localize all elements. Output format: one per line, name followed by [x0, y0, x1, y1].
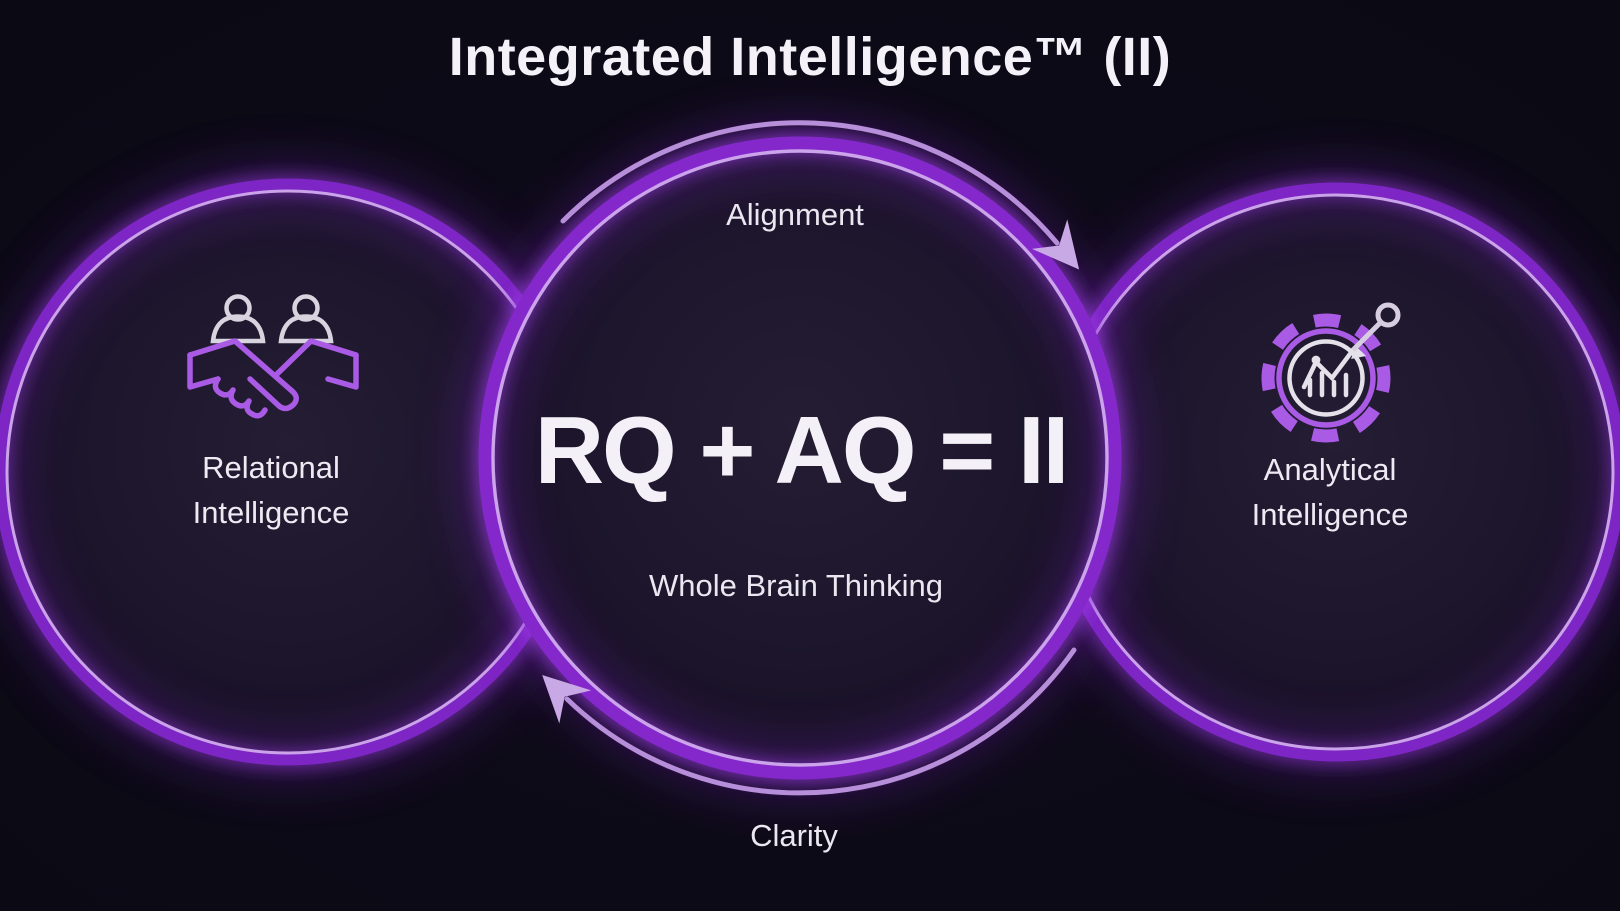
clockwise-arrow-bottom	[542, 647, 1077, 796]
gear-glyph	[1261, 313, 1391, 443]
trend-dot	[1311, 355, 1321, 365]
gear-analytics-icon	[1261, 302, 1401, 443]
two-people-glyph	[210, 294, 334, 344]
page-title: Integrated Intelligence™ (II)	[448, 27, 1172, 87]
clarity-label: Clarity	[750, 818, 838, 853]
alignment-label: Alignment	[726, 197, 864, 232]
formula-text: RQ + AQ = II	[534, 397, 1070, 504]
handshake-glyph	[187, 338, 359, 419]
bar-chart-glyph	[1287, 339, 1365, 417]
relational-label-line1: Relational	[202, 450, 340, 485]
lens-handle	[1351, 302, 1401, 352]
relational-label-line2: Intelligence	[192, 495, 350, 530]
analytical-intelligence-label: Analytical Intelligence	[1252, 447, 1409, 537]
center-circle-ring	[466, 124, 1134, 792]
analytical-label-line2: Intelligence	[1251, 497, 1409, 532]
relational-intelligence-label: Relational Intelligence	[193, 445, 350, 535]
clockwise-arrow-top	[560, 120, 1080, 270]
whole-brain-thinking-label: Whole Brain Thinking	[648, 568, 944, 603]
handshake-people-icon	[187, 294, 359, 419]
analytical-label-line1: Analytical	[1263, 452, 1397, 487]
